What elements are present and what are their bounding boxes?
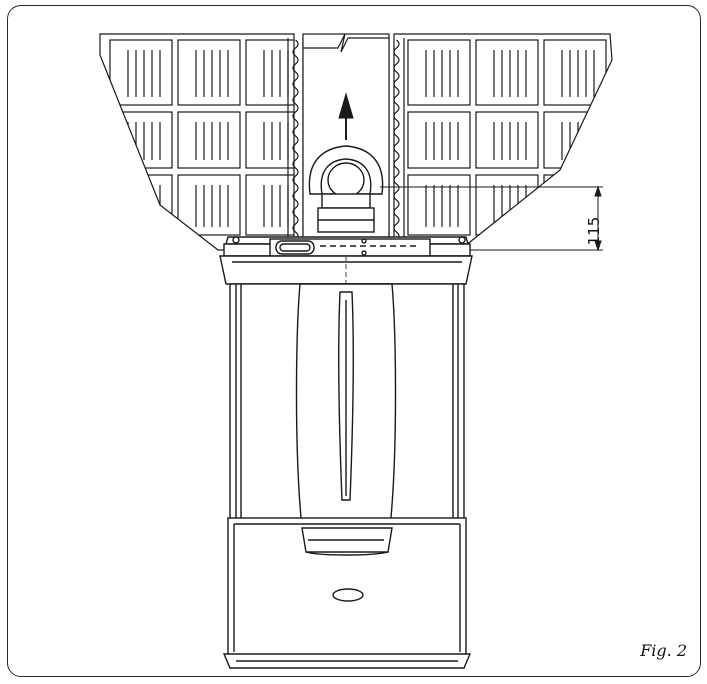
wall-tile: [245, 111, 294, 169]
wall-tile: [407, 39, 471, 106]
flue-elbow: [308, 145, 384, 233]
right-wall: [393, 33, 613, 251]
boiler-body: [219, 236, 473, 669]
wall-tile: [245, 39, 294, 106]
wall-tile: [245, 174, 294, 236]
wall-tile: [407, 174, 471, 236]
wall-tile: [109, 39, 173, 106]
figure-frame: [7, 5, 701, 677]
flow-arrow: [338, 92, 354, 140]
wall-tile: [543, 39, 607, 106]
wall-tile: [177, 39, 241, 106]
wall-tile: [177, 174, 241, 236]
dimension-label: 115: [585, 216, 603, 246]
left-wall: [99, 33, 295, 251]
wall-tile: [475, 39, 539, 106]
dimension-115: [380, 185, 603, 252]
figure-caption: Fig. 2: [640, 641, 687, 660]
wall-tile: [407, 111, 471, 169]
wall-tile: [177, 111, 241, 169]
wall-tile: [475, 111, 539, 169]
